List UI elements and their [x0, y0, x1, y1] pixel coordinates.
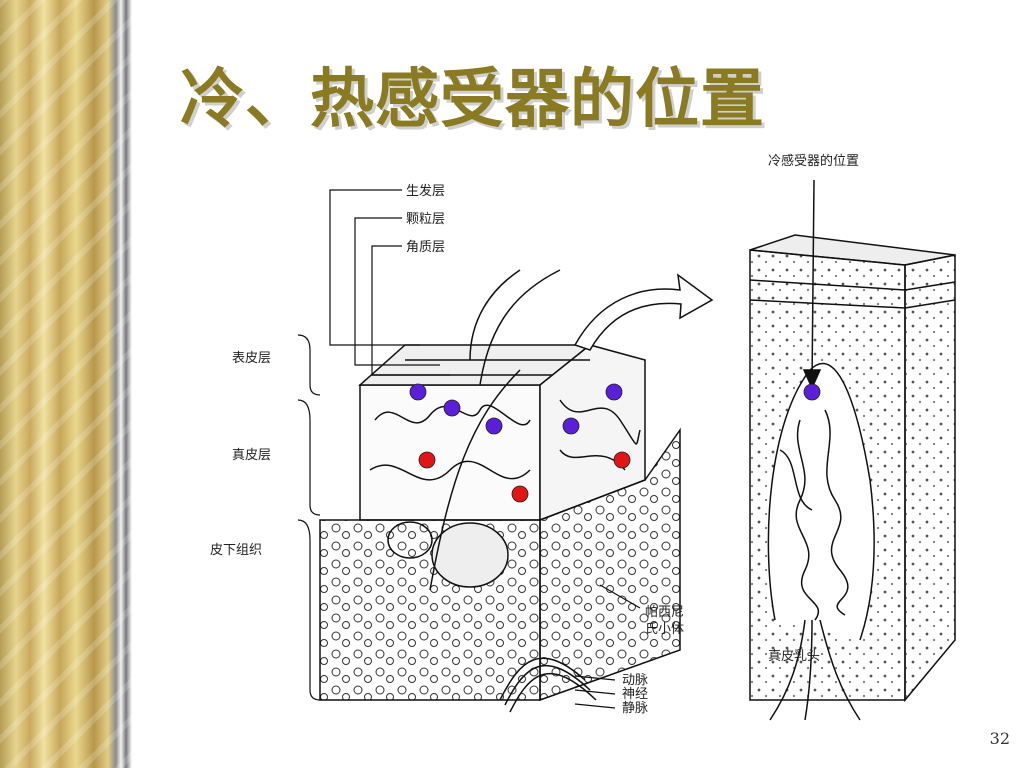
label-stratum-basale: 生发层: [406, 183, 445, 199]
cold-receptor-marker: [803, 383, 821, 401]
cold-receptor-marker: [409, 383, 427, 401]
label-subcutaneous-tissue: 皮下组织: [210, 543, 262, 558]
cold-receptor-marker: [443, 399, 461, 417]
cold-receptor-marker: [485, 417, 503, 435]
cold-receptor-marker: [605, 383, 623, 401]
warm-receptor-marker: [418, 451, 436, 469]
label-artery: 动脉: [622, 673, 648, 688]
label-epidermis: 表皮层: [232, 351, 271, 366]
warm-receptor-marker: [511, 485, 529, 503]
page-number: 32: [989, 729, 1010, 748]
right-figure-title: 冷感受器的位置: [768, 153, 859, 169]
label-stratum-granulosum: 颗粒层: [406, 212, 445, 227]
label-dermis: 真皮层: [232, 448, 271, 463]
cold-receptor-marker: [562, 417, 580, 435]
dermal-papilla-drawing: [749, 179, 956, 721]
label-pacinian-corpuscle: 帕西尼 氏小体: [645, 605, 688, 637]
label-pacinian-corpuscle-line-2: 氏小体: [645, 622, 684, 637]
warm-receptor-marker: [613, 451, 631, 469]
label-vein: 静脉: [622, 701, 648, 716]
receptor-markers: [409, 383, 631, 503]
label-stratum-corneum: 角质层: [406, 240, 445, 255]
decorative-border: [0, 0, 132, 768]
label-nerve: 神经: [622, 687, 648, 702]
skin-block-drawing: [319, 269, 714, 713]
label-pacinian-corpuscle-line-1: 帕西尼: [645, 605, 684, 620]
slide-title: 冷、热感受器的位置: [180, 63, 765, 137]
left-figure-leaders: [297, 189, 641, 709]
label-dermal-papilla: 真皮乳头: [768, 649, 820, 664]
